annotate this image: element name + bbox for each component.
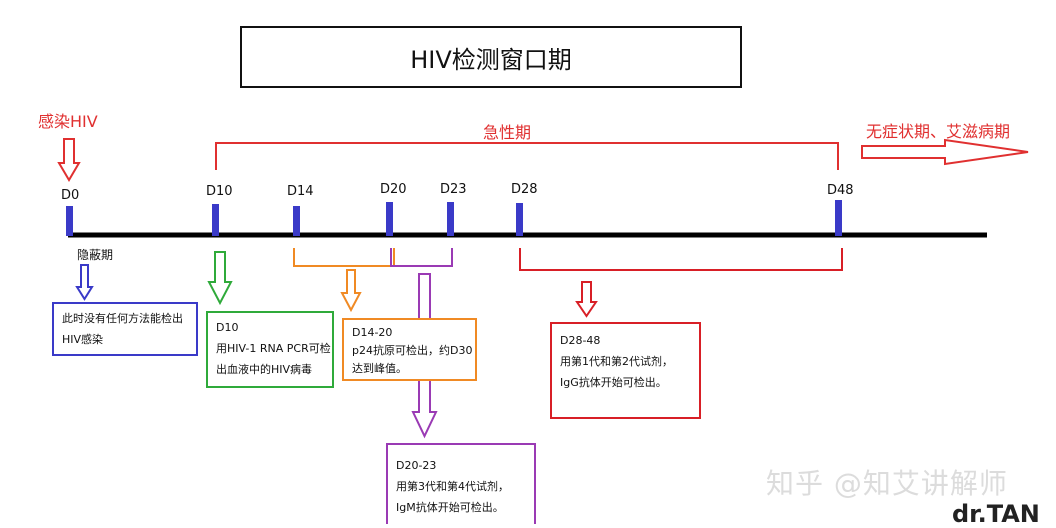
day-label-d14: D14 [287, 184, 314, 199]
chronic-phase-arrow [861, 138, 1029, 166]
d28-bracket [519, 248, 843, 271]
box-d10: D10 用HIV-1 RNA PCR可检 出血液中的HIV病毒 [206, 311, 334, 388]
box-d20-line-2: 用第3代和第4代试剂， [396, 480, 509, 493]
tick-d10 [212, 204, 219, 236]
day-label-d0: D0 [61, 188, 80, 203]
box-d20-23: D20-23 用第3代和第4代试剂， IgM抗体开始可检出。 [386, 443, 536, 524]
box-d10-line-2: 用HIV-1 RNA PCR可检 [216, 342, 331, 355]
box-d10-line-3: 出血液中的HIV病毒 [216, 363, 313, 376]
box-d14-line-2: p24抗原可检出，约D30 [352, 344, 473, 357]
day-label-d20: D20 [380, 182, 407, 197]
box-d28-48: D28-48 用第1代和第2代试剂， IgG抗体开始可检出。 [550, 322, 701, 419]
d14-arrow [340, 269, 362, 313]
signature-text: dr.TAN [952, 500, 1040, 528]
tick-d28 [516, 203, 523, 236]
d28-arrow [575, 281, 598, 318]
d20-arrow [411, 273, 438, 439]
d10-arrow [207, 251, 233, 306]
box-d14-line-1: D14-20 [352, 326, 393, 339]
tick-d20 [386, 202, 393, 236]
box-d0: 此时没有任何方法能检出 HIV感染 [52, 302, 198, 356]
box-d28-line-2: 用第1代和第2代试剂， [560, 355, 673, 368]
box-d14-20: D14-20 p24抗原可检出，约D30 达到峰值。 [342, 318, 477, 381]
day-label-d23: D23 [440, 182, 467, 197]
tick-d23 [447, 202, 454, 236]
box-d20-line-3: IgM抗体开始可检出。 [396, 501, 504, 514]
diagram-title: HIV检测窗口期 [240, 26, 742, 88]
label-chronic-phase: 无症状期、艾滋病期 [866, 122, 1011, 141]
label-acute-phase: 急性期 [483, 123, 532, 142]
box-d28-line-3: IgG抗体开始可检出。 [560, 376, 667, 389]
box-d20-line-1: D20-23 [396, 459, 437, 472]
box-d14-line-3: 达到峰值。 [352, 362, 407, 375]
tick-d14 [293, 206, 300, 236]
box-d10-line-1: D10 [216, 321, 239, 334]
box-d0-line-1: 此时没有任何方法能检出 [62, 312, 183, 325]
label-infection: 感染HIV [38, 112, 98, 131]
acute-phase-bracket [215, 142, 839, 170]
d0-arrow [75, 264, 94, 301]
tick-d48 [835, 200, 842, 236]
box-d0-line-2: HIV感染 [62, 333, 104, 346]
day-label-d28: D28 [511, 182, 538, 197]
watermark-text: 知乎 @知艾讲解师 [766, 467, 1008, 500]
d14-bracket [293, 248, 395, 267]
d20-bracket [390, 248, 453, 267]
day-label-d10: D10 [206, 184, 233, 199]
day-label-d48: D48 [827, 183, 854, 198]
hidden-period-label: 隐蔽期 [77, 248, 114, 262]
tick-d0 [66, 206, 73, 236]
box-d28-line-1: D28-48 [560, 334, 601, 347]
infection-arrow [57, 138, 81, 182]
